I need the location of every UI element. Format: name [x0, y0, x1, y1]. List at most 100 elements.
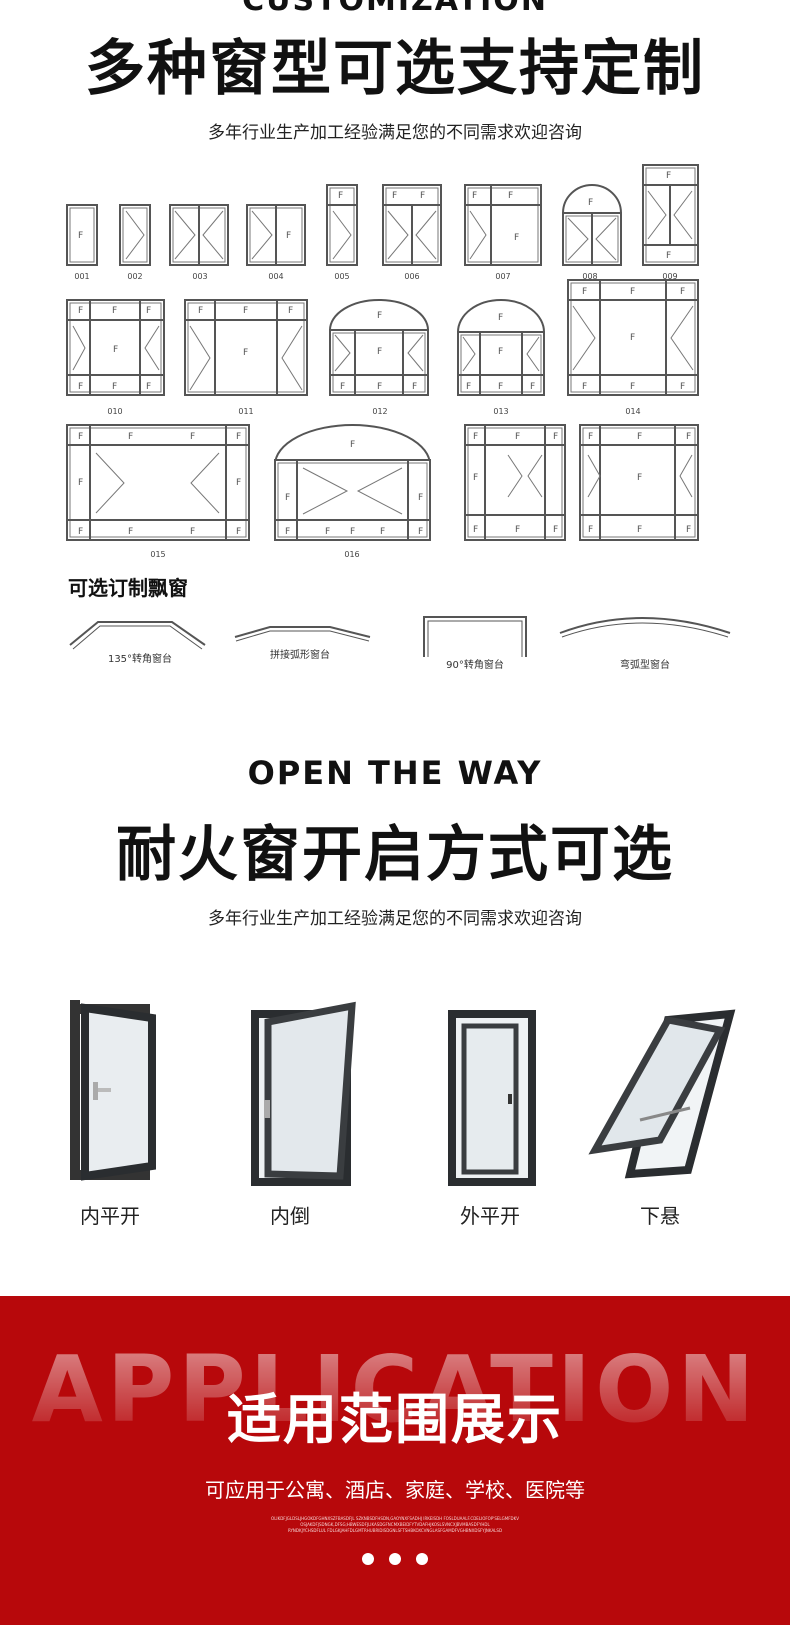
window-code-label: 007: [495, 272, 511, 281]
open-way-cn-title: 耐火窗开启方式可选: [116, 820, 674, 890]
svg-text:F: F: [473, 473, 478, 483]
svg-text:F: F: [666, 251, 671, 261]
window-types-diagram: F F F F F F F F F F F F F F F F F F F F F F F F F F F F F F F F F F F F F F F F…: [66, 164, 699, 541]
carousel-dots[interactable]: [362, 1553, 428, 1567]
window-code-label: 013: [493, 407, 509, 416]
svg-text:F: F: [473, 432, 478, 442]
tilt-in-icon: [251, 1001, 356, 1186]
svg-text:F: F: [686, 525, 691, 535]
svg-text:F: F: [236, 432, 241, 442]
application-section: APPLICATION 适用范围展示 可应用于公寓、酒店、家庭、学校、医院等 O…: [0, 1296, 790, 1625]
svg-text:F: F: [236, 527, 241, 537]
customization-en-title: CUSTOMIZATION: [242, 0, 548, 18]
svg-text:F: F: [515, 525, 520, 535]
outward-casement-icon: [448, 1010, 536, 1186]
customization-subtitle: 多年行业生产加工经验满足您的不同需求欢迎咨询: [208, 123, 582, 143]
svg-text:F: F: [498, 347, 503, 357]
svg-text:F: F: [285, 527, 290, 537]
svg-text:F: F: [112, 306, 117, 316]
svg-text:F: F: [380, 527, 385, 537]
window-code-label: 016: [344, 550, 360, 559]
svg-text:F: F: [113, 345, 118, 355]
window-code-label: 004: [268, 272, 284, 281]
carousel-dot[interactable]: [416, 1553, 428, 1565]
option-top-hung: 下悬: [640, 1204, 680, 1228]
option-inward-casement: 内平开: [80, 1204, 140, 1228]
carousel-dot[interactable]: [389, 1553, 401, 1565]
svg-text:F: F: [472, 191, 477, 201]
window-code-label: 001: [74, 272, 90, 281]
svg-text:F: F: [325, 527, 330, 537]
svg-text:F: F: [582, 287, 587, 297]
svg-text:F: F: [190, 432, 195, 442]
svg-text:F: F: [680, 382, 685, 392]
svg-text:F: F: [588, 525, 593, 535]
open-way-en-title: OPEN THE WAY: [247, 754, 543, 792]
window-code-label: 014: [625, 407, 641, 416]
bay-window-title: 可选订制飘窗: [68, 576, 188, 600]
svg-text:F: F: [146, 382, 151, 392]
svg-text:F: F: [553, 525, 558, 535]
option-outward-casement: 外平开: [460, 1204, 520, 1228]
svg-text:F: F: [412, 382, 417, 392]
bay-label-135: 135°转角窗台: [107, 654, 173, 665]
svg-text:F: F: [350, 440, 355, 450]
application-small-text-3: RYNDKJYCHSDFLUL FDLGKJAHFDLGMTRHUBRIDISD…: [287, 1528, 503, 1533]
bay-label-curved: 弯弧型窗台: [620, 660, 670, 671]
application-small-text-2: OSJAKDFJSDNGK,DFSG;HBWESDFJLIKASDGFNCMXB…: [300, 1522, 490, 1527]
application-watermark: APPLICATION: [0, 1336, 790, 1443]
svg-text:F: F: [473, 525, 478, 535]
svg-text:F: F: [198, 306, 203, 316]
window-code-label: 009: [662, 272, 678, 281]
svg-text:F: F: [553, 432, 558, 442]
window-code-label: 002: [127, 272, 143, 281]
open-way-subtitle: 多年行业生产加工经验满足您的不同需求欢迎咨询: [208, 909, 582, 929]
svg-text:F: F: [514, 233, 519, 243]
bay-window-shapes: [69, 616, 731, 657]
bay-spliced-arc-shape: [234, 626, 371, 638]
svg-text:F: F: [128, 527, 133, 537]
opening-methods-illustration: [70, 1000, 736, 1186]
svg-text:F: F: [466, 382, 471, 392]
bay-label-90: 90°转角窗台: [446, 660, 504, 671]
svg-text:F: F: [243, 306, 248, 316]
svg-text:F: F: [146, 306, 151, 316]
svg-text:F: F: [392, 191, 397, 201]
svg-text:F: F: [686, 432, 691, 442]
svg-text:F: F: [377, 382, 382, 392]
svg-text:F: F: [588, 198, 593, 208]
top-hung-icon: [588, 1009, 736, 1179]
svg-text:F: F: [340, 382, 345, 392]
svg-text:F: F: [637, 432, 642, 442]
svg-text:F: F: [630, 287, 635, 297]
svg-text:F: F: [288, 306, 293, 316]
carousel-dot[interactable]: [362, 1553, 374, 1565]
bay-curved-shape: [559, 617, 731, 634]
svg-text:F: F: [78, 527, 83, 537]
svg-text:F: F: [582, 382, 587, 392]
svg-text:F: F: [418, 493, 423, 503]
window-code-label: 015: [150, 550, 166, 559]
svg-text:F: F: [630, 333, 635, 343]
svg-text:F: F: [285, 493, 290, 503]
bay-90-shape: [423, 616, 527, 657]
svg-text:F: F: [588, 432, 593, 442]
application-subtitle: 可应用于公寓、酒店、家庭、学校、医院等: [205, 1478, 585, 1502]
svg-text:F: F: [515, 432, 520, 442]
window-code-label: 005: [334, 272, 350, 281]
svg-text:F: F: [78, 478, 83, 488]
application-small-text-1: OLIKDFJGLDSLJHGOKDFGHNXSZFBASDFJL SZKNBS…: [271, 1516, 519, 1521]
svg-text:F: F: [530, 382, 535, 392]
svg-text:F: F: [637, 525, 642, 535]
svg-text:F: F: [680, 287, 685, 297]
svg-text:F: F: [128, 432, 133, 442]
svg-text:F: F: [236, 478, 241, 488]
svg-text:F: F: [637, 473, 642, 483]
svg-text:F: F: [498, 313, 503, 323]
inward-casement-icon: [70, 1000, 156, 1181]
svg-text:F: F: [508, 191, 513, 201]
window-code-label: 011: [238, 407, 254, 416]
svg-text:F: F: [112, 382, 117, 392]
svg-text:F: F: [286, 231, 291, 241]
bay-135-shape: [69, 621, 206, 646]
